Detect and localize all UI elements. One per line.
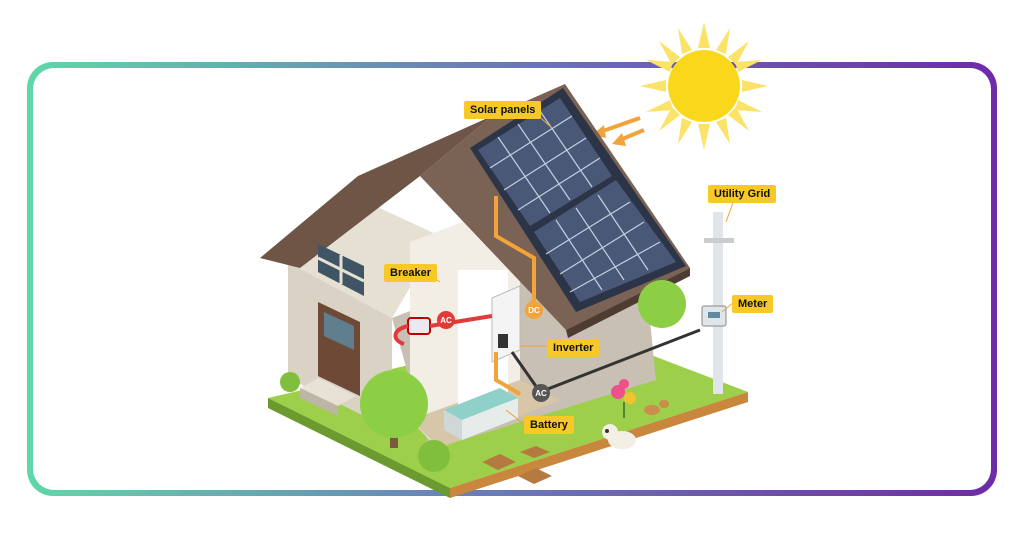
label-meter: Meter bbox=[732, 295, 774, 313]
badge-ac-breaker: AC bbox=[437, 311, 455, 329]
lawn-edge-right bbox=[450, 392, 748, 498]
inverter-unit bbox=[491, 285, 521, 363]
dc-wire-battery bbox=[494, 352, 522, 396]
label-battery: Battery bbox=[524, 416, 574, 434]
utility-pole bbox=[701, 212, 734, 394]
front-steps bbox=[300, 378, 356, 406]
label-utility-grid: Utility Grid bbox=[708, 185, 777, 203]
attic-window bbox=[317, 244, 365, 296]
ac-cable-house bbox=[393, 324, 409, 346]
trees bbox=[280, 280, 686, 472]
front-door bbox=[318, 302, 360, 396]
roof-left bbox=[260, 116, 492, 268]
battery-bank bbox=[444, 388, 518, 440]
front-steps-lower bbox=[300, 388, 338, 416]
badge-dc-inverter: DC bbox=[525, 301, 543, 319]
badge-ac-grid: AC bbox=[532, 384, 550, 402]
flowers bbox=[611, 379, 636, 418]
breaker-box bbox=[407, 317, 431, 335]
label-breaker: Breaker bbox=[384, 264, 437, 282]
solar-panel-array bbox=[470, 88, 686, 312]
stepping-stones bbox=[482, 446, 552, 484]
sun-icon bbox=[640, 22, 768, 150]
lawn-edge bbox=[268, 398, 450, 498]
rocks bbox=[644, 400, 669, 415]
label-inverter: Inverter bbox=[547, 339, 600, 357]
dog bbox=[602, 424, 636, 449]
label-solar-panels: Solar panels bbox=[464, 101, 542, 119]
